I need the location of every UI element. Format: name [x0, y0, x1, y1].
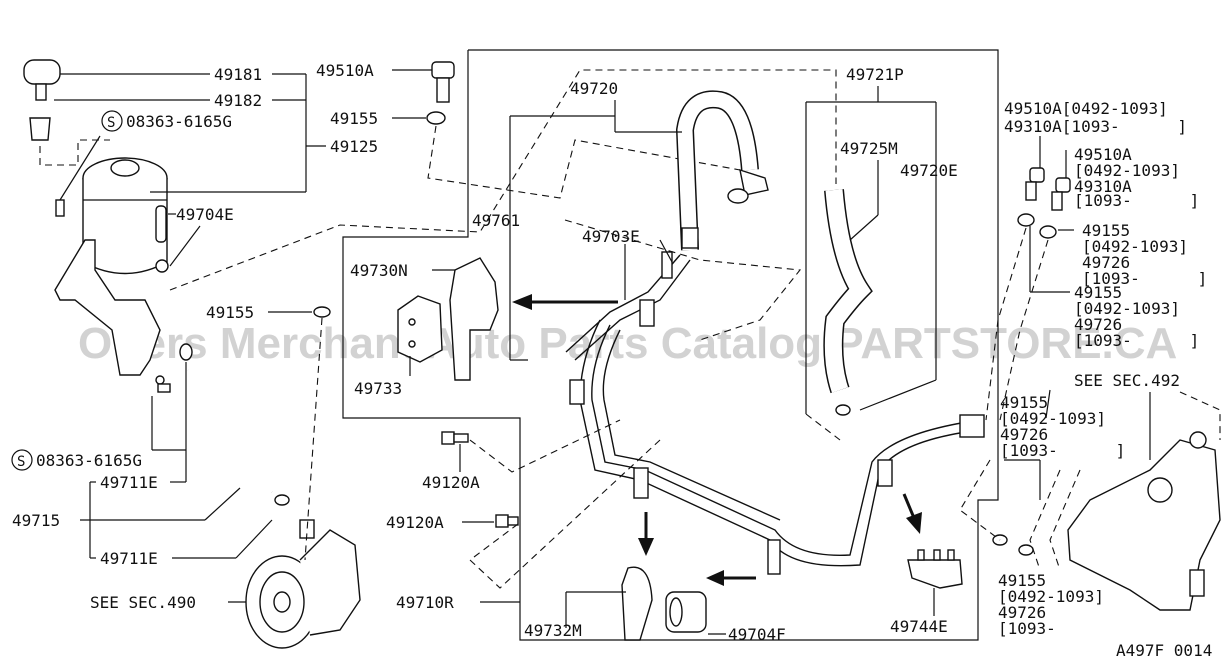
label-r8[interactable]: [0492-1093] [1082, 237, 1188, 256]
label-r12[interactable]: [0492-1093] [1074, 299, 1180, 318]
label-49715[interactable]: 49715 [12, 511, 60, 530]
clamp-49732m-icon[interactable] [621, 566, 653, 641]
reservoir-tank-icon[interactable] [82, 157, 168, 275]
pressure-hose-49720-icon[interactable] [675, 90, 769, 251]
label-49725m[interactable]: 49725M [840, 139, 898, 158]
label-49710r[interactable]: 49710R [396, 593, 454, 612]
label-see-sec-492[interactable]: SEE SEC.492 [1074, 371, 1180, 390]
bolt-49120a-icon[interactable] [441, 431, 519, 528]
label-49704f[interactable]: 49704F [728, 625, 786, 644]
label-49703e[interactable]: 49703E [582, 227, 640, 246]
label-see-sec-490[interactable]: SEE SEC.490 [90, 593, 196, 612]
label-r17[interactable]: 49726 [1000, 425, 1048, 444]
label-r19[interactable]: 49155 [998, 571, 1046, 590]
assembly-outline [342, 49, 999, 641]
washer-49155-right-icon[interactable] [992, 213, 1057, 556]
steering-gear-icon[interactable] [1067, 431, 1221, 611]
bracket-49730n-icon[interactable] [449, 257, 499, 381]
svg-text:S: S [17, 454, 25, 470]
label-r1[interactable]: 49510A[0492-1093] [1004, 99, 1168, 118]
arrow-left-icon [512, 294, 618, 310]
label-49720[interactable]: 49720 [570, 79, 618, 98]
label-49733[interactable]: 49733 [354, 379, 402, 398]
circled-s-icon: S [101, 110, 123, 132]
label-49120a-bottom[interactable]: 49120A [386, 513, 444, 532]
label-r11[interactable]: 49155 [1074, 283, 1122, 302]
diagram-code: A497F 0014 [1116, 641, 1212, 660]
label-08363-top[interactable]: 08363-6165G [126, 112, 232, 131]
label-49510a[interactable]: 49510A [316, 61, 374, 80]
label-49120a-top[interactable]: 49120A [422, 473, 480, 492]
label-49761[interactable]: 49761 [472, 211, 520, 230]
reservoir-cap-icon[interactable] [23, 59, 61, 101]
label-r7[interactable]: 49155 [1082, 221, 1130, 240]
washer-49155-top-icon[interactable] [426, 111, 446, 125]
reservoir-bracket-icon[interactable] [54, 239, 165, 385]
label-49711e-top[interactable]: 49711E [100, 473, 158, 492]
label-49155-top[interactable]: 49155 [330, 109, 378, 128]
label-49155-mid[interactable]: 49155 [206, 303, 254, 322]
circled-s-2-icon: S [11, 449, 33, 471]
label-49182[interactable]: 49182 [214, 91, 262, 110]
grommet-49704f-icon[interactable] [665, 591, 707, 633]
label-r22[interactable]: [1093- [998, 619, 1056, 638]
power-steering-pump-icon[interactable] [245, 519, 361, 649]
label-49704e[interactable]: 49704E [176, 205, 234, 224]
label-r9[interactable]: 49726 [1082, 253, 1130, 272]
hose-clamp-49711e-icon[interactable] [179, 343, 290, 506]
insulator-49733-icon[interactable] [397, 295, 443, 363]
hose-clip-49704e-icon[interactable] [155, 205, 169, 273]
arrow-left-2-icon [706, 570, 756, 586]
svg-text:S: S [107, 115, 115, 131]
suction-hose-49715-icon[interactable] [187, 363, 283, 498]
label-49720e[interactable]: 49720E [900, 161, 958, 180]
label-49732m[interactable]: 49732M [524, 621, 582, 640]
eye-bolt-49510a-right-icon[interactable] [1025, 167, 1071, 211]
label-08363-bottom[interactable]: 08363-6165G [36, 451, 142, 470]
watermark: Offers Merchant Auto Parts Catalog PARTS… [78, 319, 1177, 368]
return-hose-49725m-icon[interactable] [823, 189, 873, 416]
label-r3[interactable]: 49510A [1074, 145, 1132, 164]
label-r6[interactable]: [1093- ] [1074, 191, 1199, 210]
label-r13[interactable]: 49726 [1074, 315, 1122, 334]
label-49181[interactable]: 49181 [214, 65, 262, 84]
label-r4[interactable]: [0492-1093] [1074, 161, 1180, 180]
label-r2[interactable]: 49310A[1093- ] [1004, 117, 1187, 136]
arrow-down-icon [638, 512, 654, 556]
label-r18[interactable]: [1093- ] [1000, 441, 1125, 460]
label-49744e[interactable]: 49744E [890, 617, 948, 636]
washer-49155-icon[interactable] [313, 306, 331, 318]
arrow-diag-icon [902, 493, 922, 534]
label-r14[interactable]: [1093- ] [1074, 331, 1199, 350]
label-49730n[interactable]: 49730N [350, 261, 408, 280]
label-49711e-bottom[interactable]: 49711E [100, 549, 158, 568]
label-r20[interactable]: [0492-1093] [998, 587, 1104, 606]
tube-clamp-icons[interactable] [569, 251, 985, 575]
label-49125[interactable]: 49125 [330, 137, 378, 156]
label-r5[interactable]: 49310A [1074, 177, 1132, 196]
label-r21[interactable]: 49726 [998, 603, 1046, 622]
clip-49744e-icon[interactable] [907, 549, 963, 589]
label-r10[interactable]: [1093- ] [1082, 269, 1207, 288]
reservoir-strainer-icon[interactable] [29, 117, 51, 141]
label-r16[interactable]: [0492-1093] [1000, 409, 1106, 428]
eye-bolt-49510a-icon[interactable] [431, 61, 455, 103]
label-r15[interactable]: 49155 [1000, 393, 1048, 412]
label-49721p[interactable]: 49721P [846, 65, 904, 84]
